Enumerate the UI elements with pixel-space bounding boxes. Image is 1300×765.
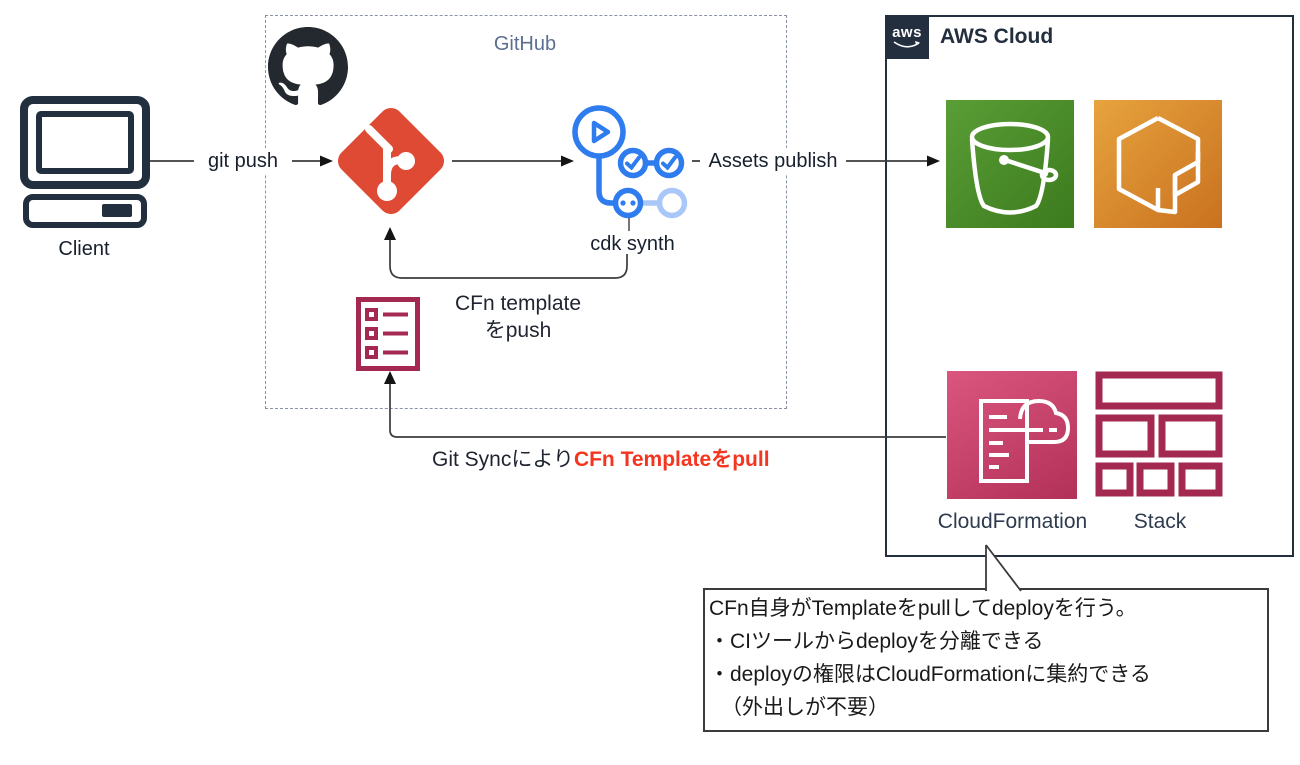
cfn-template-push-label-line1: CFn template bbox=[454, 292, 582, 315]
callout-line-2: ・CIツールからdeployを分離できる bbox=[709, 630, 1044, 653]
cfn-template-push-label-line2: をpush bbox=[484, 319, 552, 342]
git-sync-label-prefix: Git Syncにより bbox=[432, 448, 574, 471]
arrowhead-to-actions bbox=[561, 155, 574, 167]
client-computer-icon bbox=[20, 96, 150, 228]
aws-cloud-title: AWS Cloud bbox=[940, 25, 1054, 48]
cloudformation-glyph bbox=[979, 398, 1071, 483]
github-actions-workflow-icon bbox=[572, 105, 688, 219]
stack-icon bbox=[1095, 371, 1223, 497]
cloudformation-icon bbox=[947, 371, 1077, 499]
git-sync-label-highlight: CFn Templateをpull bbox=[573, 448, 770, 471]
aws-cloud-group-box bbox=[885, 15, 1294, 557]
cfn-template-document-icon bbox=[356, 297, 420, 371]
aws-smile-icon bbox=[893, 40, 920, 48]
git-sync-line bbox=[389, 383, 946, 438]
github-group-box bbox=[265, 15, 787, 409]
aws-logo-icon: aws bbox=[885, 15, 929, 59]
s3-bucket-icon bbox=[946, 100, 1074, 228]
client-label: Client bbox=[58, 238, 110, 260]
callout-pointer bbox=[985, 544, 1022, 592]
stack-label: Stack bbox=[1133, 510, 1187, 533]
aws-logo-text: aws bbox=[892, 23, 922, 41]
callout-note: CFn自身がTemplateをpullしてdeployを行う。 ・CIツールから… bbox=[703, 588, 1269, 732]
callout-line-1: CFn自身がTemplateをpullしてdeployを行う。 bbox=[709, 597, 1137, 620]
github-logo-icon bbox=[268, 27, 348, 106]
cfn-template-push-label: CFn template をpush bbox=[437, 290, 599, 344]
callout-line-3: ・deployの権限はCloudFormationに集約できる bbox=[709, 663, 1151, 686]
git-sync-label: Git SyncによりCFn Templateをpull bbox=[432, 443, 770, 473]
cdk-icon bbox=[1094, 100, 1222, 228]
cdk-synth-label: cdk synth bbox=[590, 233, 675, 255]
assets-publish-label: Assets publish bbox=[700, 148, 846, 174]
arrowhead-git-sync bbox=[384, 371, 396, 384]
git-branch-glyph bbox=[365, 125, 415, 201]
callout-line-4: （外出しが不要） bbox=[721, 696, 889, 719]
cfn-template-push-line bbox=[389, 239, 628, 279]
arrowhead-git-push bbox=[320, 155, 333, 167]
arrowhead-assets-publish bbox=[927, 155, 940, 167]
git-push-label: git push bbox=[194, 148, 292, 174]
cdk-cube-glyph bbox=[1116, 116, 1201, 215]
cloudformation-label: CloudFormation bbox=[937, 510, 1088, 533]
s3-bucket-glyph bbox=[969, 121, 1059, 215]
github-group-title: GitHub bbox=[493, 33, 557, 55]
arrowhead-template-push bbox=[384, 227, 396, 240]
